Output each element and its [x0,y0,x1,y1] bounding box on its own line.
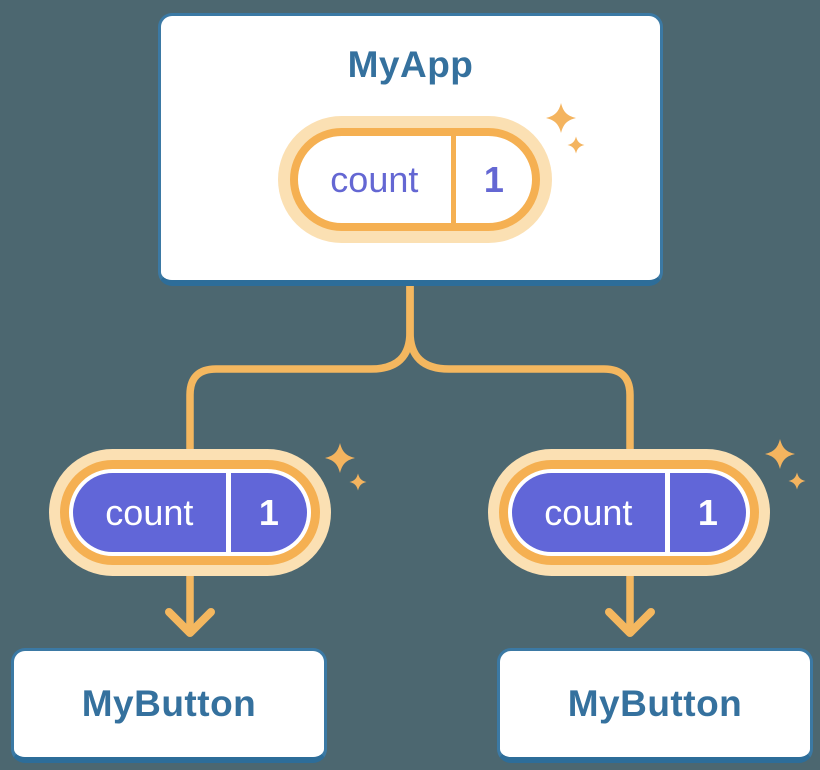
state-value-cell: 1 [231,473,307,552]
state-name-label: count [105,491,194,533]
pill-divider [225,473,231,552]
state-value-cell: 1 [456,136,532,223]
state-name-cell: count [298,136,451,223]
left-child-component-title: MyButton [81,683,257,724]
state-name-cell: count [73,473,226,552]
sparkles-icon [765,439,806,490]
connector-right-branch [406,282,634,628]
right-child-state-pill: count 1 [508,469,750,556]
sparkles-icon [546,103,585,154]
state-name-label: count [544,491,633,533]
arrow-down-left-icon [165,608,215,637]
left-child-state-pill: count 1 [69,469,311,556]
root-state-pill: count 1 [290,128,540,231]
state-value-cell: 1 [670,473,746,552]
arrow-down-right-icon [605,608,655,637]
left-child-component-card: MyButton [11,648,327,763]
state-value-label: 1 [258,491,279,533]
sparkles-icon [325,443,367,491]
pill-divider [450,136,456,223]
pill-divider [664,473,670,552]
root-component-title: MyApp [347,44,474,85]
state-name-cell: count [512,473,665,552]
state-value-label: 1 [697,491,718,533]
state-value-label: 1 [483,158,504,200]
right-child-component-card: MyButton [497,648,813,763]
state-name-label: count [330,158,419,200]
right-child-component-title: MyButton [567,683,743,724]
